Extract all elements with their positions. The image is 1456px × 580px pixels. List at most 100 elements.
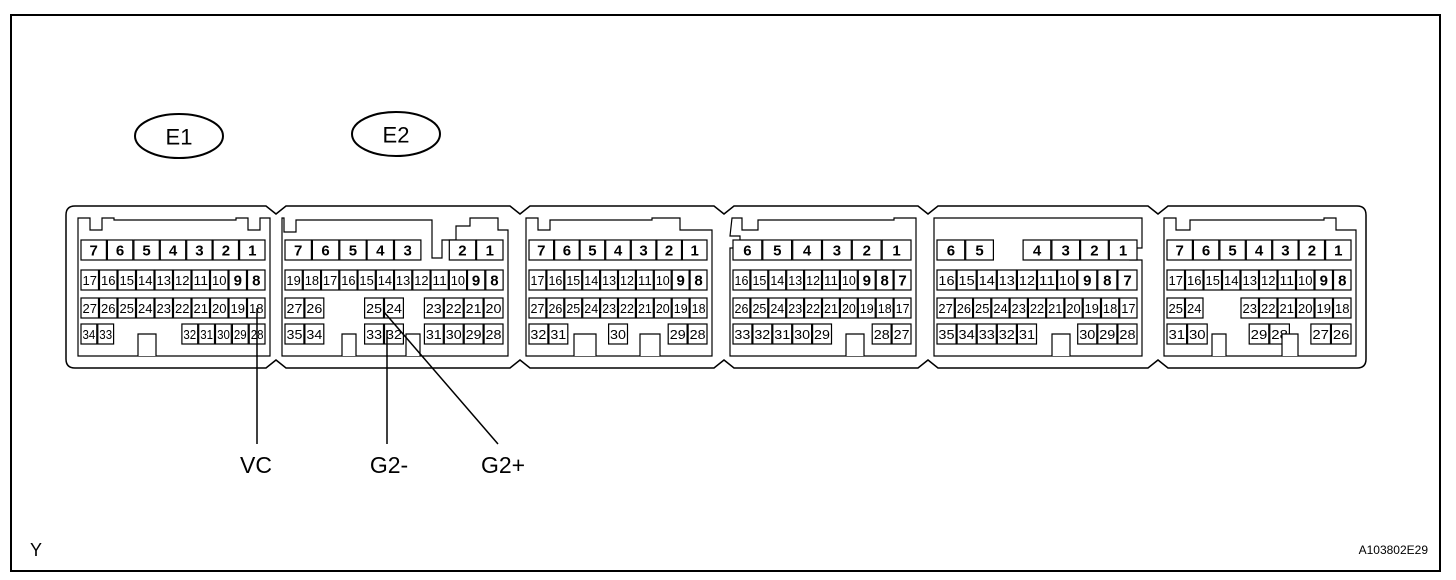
pin-b3-32: 32 xyxy=(528,323,549,345)
locking-notches xyxy=(137,333,1299,356)
pin-b6-4: 4 xyxy=(1245,239,1273,261)
pin-number: 34 xyxy=(306,328,322,342)
pin-b4-32: 32 xyxy=(752,323,773,345)
pin-b5-27: 27 xyxy=(936,297,955,319)
pin-b5-18: 18 xyxy=(1100,297,1120,319)
pin-number: 11 xyxy=(638,274,652,288)
pin-number: 20 xyxy=(1298,302,1313,316)
pin-b3-10: 10 xyxy=(653,269,672,291)
pin-b1-1: 1 xyxy=(239,239,266,261)
pin-number: 7 xyxy=(537,243,545,260)
pin-b4-23: 23 xyxy=(786,297,805,319)
pin-b3-12: 12 xyxy=(617,269,636,291)
pin-number: 6 xyxy=(563,243,571,260)
pin-number: 23 xyxy=(1012,302,1026,316)
pin-b1-22: 22 xyxy=(172,297,192,319)
pin-number: 23 xyxy=(1243,302,1258,316)
pin-number: 2 xyxy=(665,243,673,260)
pin-b3-25: 25 xyxy=(564,297,583,319)
pin-b4-19: 19 xyxy=(857,297,876,319)
pin-number: 10 xyxy=(1059,274,1075,288)
pin-number: 10 xyxy=(842,274,856,288)
pin-number: 14 xyxy=(979,274,995,288)
pin-b2-7: 7 xyxy=(284,239,312,261)
pin-number: 13 xyxy=(396,274,410,288)
pin-number: 29 xyxy=(670,328,686,342)
pin-number: 25 xyxy=(366,302,382,316)
pin-b5-29: 29 xyxy=(1097,323,1118,345)
pin-number: 12 xyxy=(620,274,634,288)
pin-b2-18: 18 xyxy=(302,269,322,291)
pin-b5-1: 1 xyxy=(1108,239,1138,261)
pin-number: 12 xyxy=(806,274,820,288)
pin-b5-16: 16 xyxy=(936,269,957,291)
pin-number: 16 xyxy=(548,274,562,288)
pin-number: 7 xyxy=(90,243,98,260)
pin-number: 11 xyxy=(194,274,209,288)
pin-number: 14 xyxy=(138,274,153,288)
pin-number: 23 xyxy=(788,302,802,316)
pin-b2-3: 3 xyxy=(393,239,422,261)
pin-b1-20: 20 xyxy=(209,297,229,319)
pin-number: 1 xyxy=(691,243,699,260)
pin-number: 17 xyxy=(323,274,337,288)
g2-plus-leader-line xyxy=(383,311,499,445)
pin-b1-32: 32 xyxy=(181,323,199,345)
pin-number: 13 xyxy=(788,274,802,288)
connector-block-1 xyxy=(77,217,271,357)
pin-b1-15: 15 xyxy=(117,269,137,291)
pin-number: 26 xyxy=(548,302,562,316)
pin-b1-23: 23 xyxy=(154,297,174,319)
pin-b5-22: 22 xyxy=(1027,297,1047,319)
pin-b6-18: 18 xyxy=(1332,297,1352,319)
pin-number: 21 xyxy=(638,302,652,316)
pin-number: 12 xyxy=(414,274,428,288)
pin-number: 17 xyxy=(531,274,545,288)
pin-b1-29: 29 xyxy=(231,323,249,345)
pin-number: 12 xyxy=(175,274,190,288)
pin-number: 2 xyxy=(863,243,871,260)
pin-number: 33 xyxy=(366,328,382,342)
pin-b2-17: 17 xyxy=(320,269,340,291)
pin-b2-1: 1 xyxy=(476,239,504,261)
pin-number: 11 xyxy=(1280,274,1295,288)
pin-b1-8: 8 xyxy=(246,269,266,291)
pin-number: 2 xyxy=(222,243,230,260)
pin-b4-31: 31 xyxy=(772,323,793,345)
pin-b3-6: 6 xyxy=(553,239,580,261)
pin-number: 16 xyxy=(341,274,355,288)
pin-b6-8: 8 xyxy=(1332,269,1352,291)
pin-b1-2: 2 xyxy=(212,239,240,261)
pin-b5-7: 7 xyxy=(1117,269,1138,291)
connector-e2-callout: E2 xyxy=(351,111,441,157)
pin-number: 27 xyxy=(938,302,952,316)
pin-b1-9: 9 xyxy=(228,269,248,291)
pin-number: 15 xyxy=(359,274,373,288)
pin-number: 7 xyxy=(294,243,302,260)
pin-b4-24: 24 xyxy=(768,297,787,319)
pin-b6-16: 16 xyxy=(1184,269,1204,291)
pin-number: 33 xyxy=(979,328,995,342)
pin-b2-5: 5 xyxy=(339,239,367,261)
pin-b1-10: 10 xyxy=(209,269,229,291)
pin-number: 15 xyxy=(1206,274,1221,288)
pin-b5-26: 26 xyxy=(954,297,974,319)
pin-b6-20: 20 xyxy=(1295,297,1315,319)
pin-number: 12 xyxy=(1019,274,1035,288)
pin-b1-6: 6 xyxy=(106,239,134,261)
pin-b1-33: 33 xyxy=(97,323,115,345)
pin-number: 33 xyxy=(99,328,112,342)
pin-number: 1 xyxy=(1119,243,1127,260)
pin-b5-14: 14 xyxy=(976,269,997,291)
pin-number: 5 xyxy=(588,243,596,260)
pin-b5-11: 11 xyxy=(1036,269,1058,291)
pin-number: 30 xyxy=(446,328,462,342)
pin-number: 20 xyxy=(486,302,502,316)
pin-number: 22 xyxy=(1030,302,1044,316)
pin-number: 22 xyxy=(806,302,820,316)
pin-b4-25: 25 xyxy=(750,297,769,319)
pin-b6-17: 17 xyxy=(1166,269,1186,291)
pin-b5-19: 19 xyxy=(1082,297,1102,319)
pin-number: 24 xyxy=(584,302,598,316)
pin-b3-13: 13 xyxy=(599,269,619,291)
